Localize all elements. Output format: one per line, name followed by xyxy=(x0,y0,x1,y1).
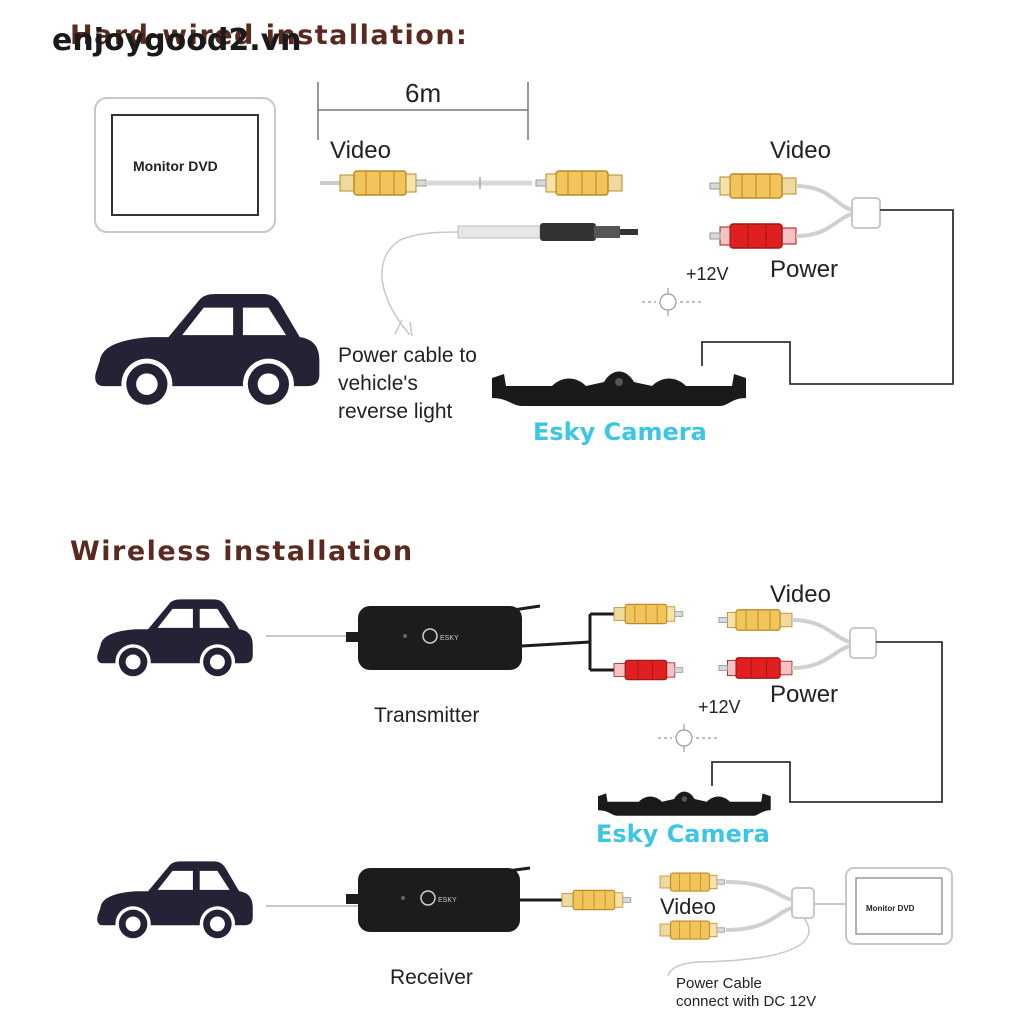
power-cable-line-1: Power cable to xyxy=(338,344,477,367)
camera-label-top: Esky Camera xyxy=(533,418,707,446)
power-trigger-wire xyxy=(381,223,638,337)
distance-dimension: 6m xyxy=(317,78,529,140)
voltage-label-top: +12V xyxy=(686,264,729,284)
video-extension-cable xyxy=(320,170,623,196)
transmitter-cables xyxy=(521,603,684,681)
power-cable-line-2: vehicle's xyxy=(338,372,418,395)
receiver-label: Receiver xyxy=(390,966,473,989)
video-label-receiver: Video xyxy=(660,894,716,919)
car-icon-receiver xyxy=(97,861,253,942)
transmitter-device: ESKY xyxy=(346,604,541,670)
video-label-right: Video xyxy=(770,137,831,164)
transmitter-label: Transmitter xyxy=(374,704,479,727)
svg-text:ESKY: ESKY xyxy=(438,897,457,904)
receiver-cable xyxy=(520,889,632,911)
monitor-dvd-bottom: Monitor DVD xyxy=(845,867,953,945)
distance-label: 6m xyxy=(405,78,441,108)
mount-target-icon xyxy=(641,287,703,317)
car-icon-transmitter xyxy=(97,599,253,680)
watermark: enjoygood2.vn xyxy=(52,23,302,58)
power-cable-dc-line-1: Power Cable xyxy=(676,975,762,992)
hardwired-title: Hard-wired installation: xyxy=(70,20,468,51)
car-icon-top xyxy=(95,293,320,410)
video-label-wireless: Video xyxy=(770,581,831,608)
monitor-connector xyxy=(659,872,846,977)
power-cable-line-3: reverse light xyxy=(338,400,453,423)
receiver-device: ESKY xyxy=(346,866,531,932)
power-cable-dc-line-2: connect with DC 12V xyxy=(676,993,816,1010)
svg-text:ESKY: ESKY xyxy=(440,635,459,642)
video-label-left: Video xyxy=(330,137,391,164)
monitor-label-bottom: Monitor DVD xyxy=(866,904,915,913)
voltage-label-wireless: +12V xyxy=(698,697,741,717)
monitor-dvd-top: Monitor DVD xyxy=(94,97,276,233)
camera-connector-top xyxy=(701,173,954,385)
camera-icon-wireless xyxy=(598,791,771,816)
monitor-label-top: Monitor DVD xyxy=(133,158,218,174)
power-label-wireless: Power xyxy=(770,681,838,708)
power-label-top: Power xyxy=(770,256,838,283)
camera-label-wireless: Esky Camera xyxy=(596,820,770,848)
camera-connector-wireless xyxy=(711,609,943,803)
camera-icon-top xyxy=(492,371,746,406)
wireless-title: Wireless installation xyxy=(70,536,414,567)
mount-target-icon-wireless xyxy=(657,723,719,753)
